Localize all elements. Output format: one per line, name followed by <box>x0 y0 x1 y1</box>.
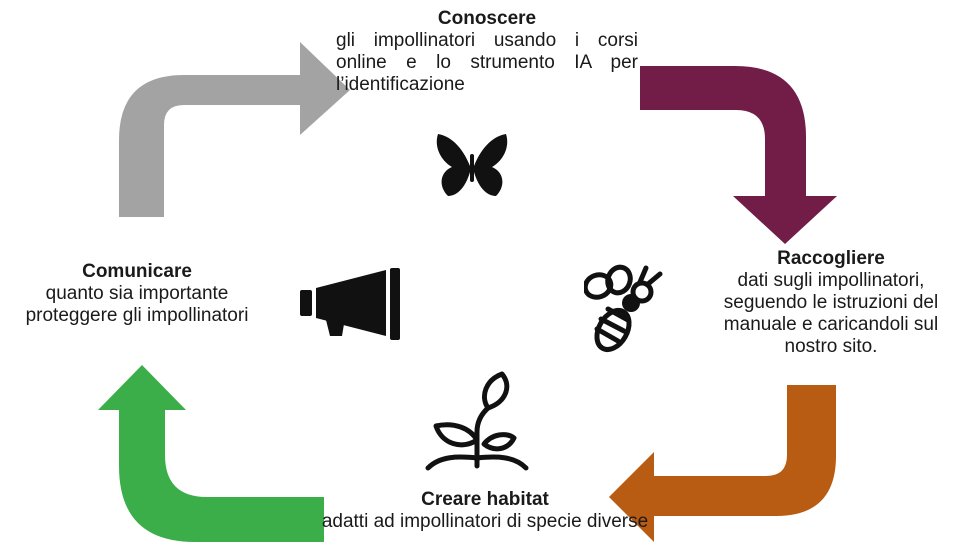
step-collect: Raccogliere dati sugli impollinatori, se… <box>700 248 962 358</box>
step-know-desc: gli impollinatori usando i corsi online … <box>336 30 638 95</box>
step-habitat: Creare habitat adatti ad impollinatori d… <box>318 489 652 533</box>
step-habitat-title: Creare habitat <box>421 489 549 510</box>
arrow-communicate <box>98 365 324 542</box>
arrow-collect <box>640 66 837 244</box>
megaphone-icon <box>300 268 400 340</box>
step-communicate-desc: quanto sia importante proteggere gli imp… <box>25 283 249 326</box>
sprout-icon <box>425 371 529 471</box>
step-know-title: Conoscere <box>437 8 537 29</box>
step-know: Conoscere gli impollinatori usando i cor… <box>336 8 638 96</box>
arrow-know <box>119 42 350 217</box>
arrow-habitat <box>609 385 836 542</box>
step-communicate: Comunicare quanto sia importante protegg… <box>4 261 270 327</box>
step-communicate-title: Comunicare <box>82 261 192 282</box>
step-collect-title: Raccogliere <box>777 248 885 269</box>
step-collect-desc: dati sugli impollinatori, seguendo le is… <box>723 270 939 357</box>
bee-icon <box>584 264 663 352</box>
butterfly-icon <box>436 134 508 196</box>
step-habitat-desc: adatti ad impollinatori di specie divers… <box>321 511 649 532</box>
